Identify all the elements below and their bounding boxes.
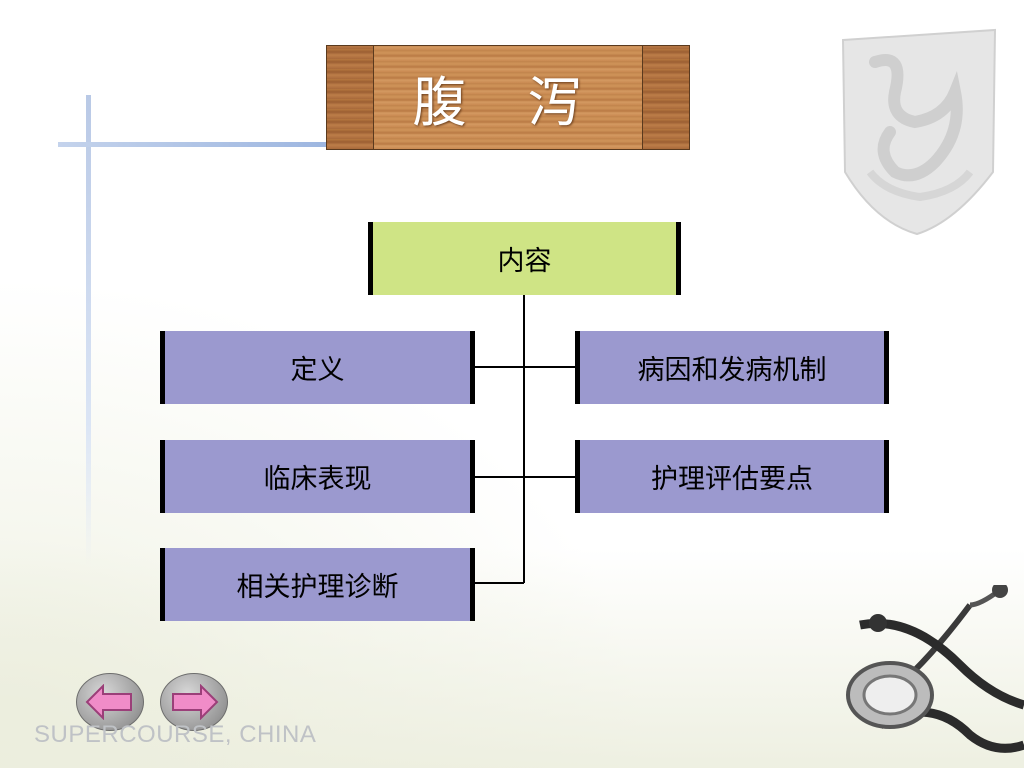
prev-slide-button[interactable] (76, 673, 144, 731)
next-slide-button[interactable] (160, 673, 228, 731)
decorative-vertical-line (86, 95, 91, 565)
slide-title: 腹 泻 (412, 71, 604, 134)
diagram-node-definition: 定义 (160, 331, 475, 404)
decorative-horizontal-line (58, 142, 328, 147)
arrow-left-icon (85, 684, 132, 720)
diagram-node-nursing-diagnosis: 相关护理诊断 (160, 548, 475, 621)
title-board: 腹 泻 (326, 45, 690, 150)
watermark-logo (841, 28, 997, 236)
diagram-root-node: 内容 (368, 222, 681, 295)
title-board-left-edge (327, 46, 374, 149)
diagram-node-clinical-manifestation: 临床表现 (160, 440, 475, 513)
diagram-node-nursing-assessment: 护理评估要点 (575, 440, 889, 513)
title-board-right-edge (642, 46, 689, 149)
diagram-node-etiology: 病因和发病机制 (575, 331, 889, 404)
stethoscope-image (846, 585, 1024, 753)
footer-brand: SUPERCOURSE, CHINA (34, 721, 317, 748)
arrow-right-icon (172, 684, 219, 720)
